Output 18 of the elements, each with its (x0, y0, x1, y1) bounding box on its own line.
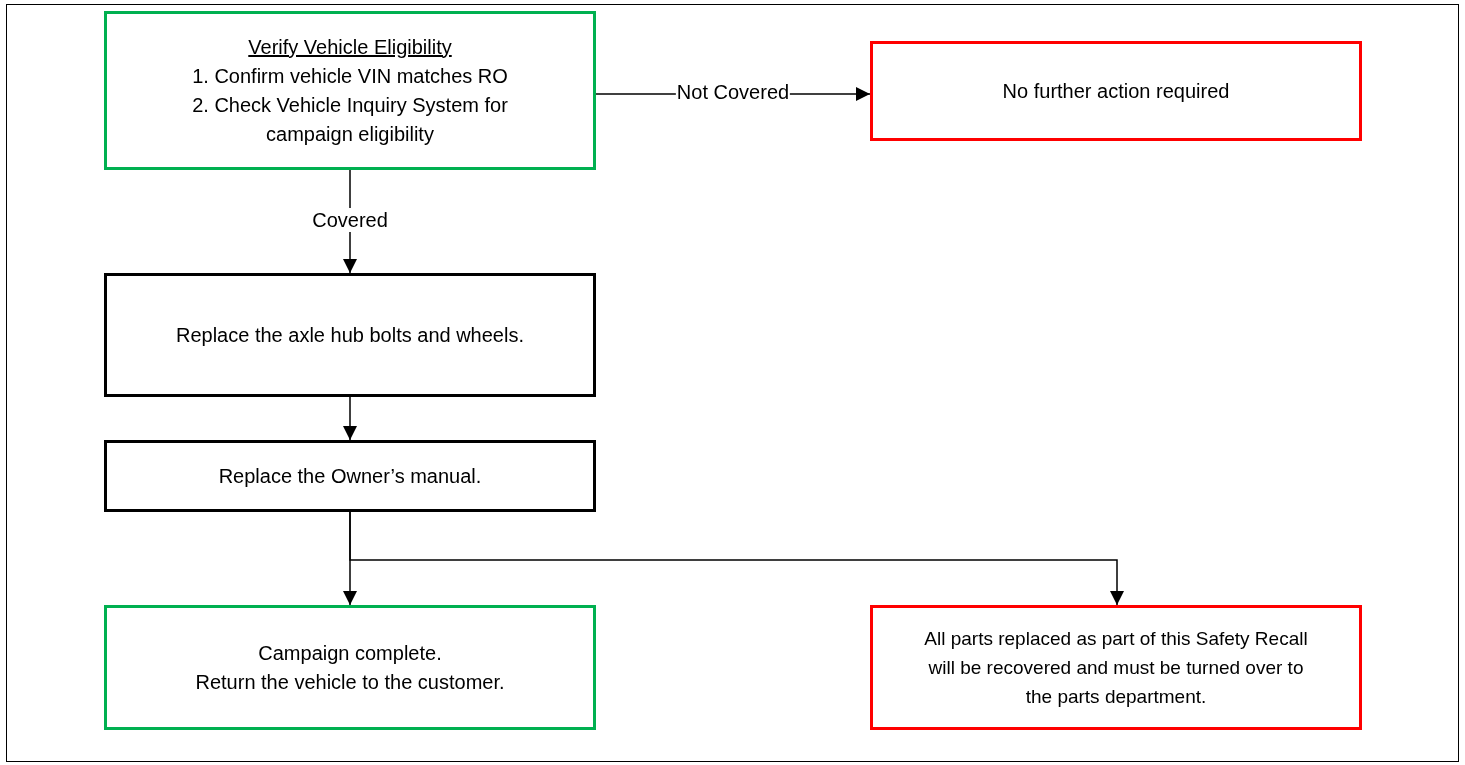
box-text: No further action required (1002, 78, 1230, 104)
box-text: 2. Check Vehicle Inquiry System for campaign eligibility (191, 92, 509, 147)
arrow (343, 396, 357, 441)
terminal-box (104, 605, 596, 730)
box-text: Return the vehicle to the customer. (195, 669, 505, 695)
box-text: Replace the Owner’s manual. (218, 463, 482, 489)
process-box (104, 273, 596, 397)
edge-label: Covered (311, 207, 389, 232)
box-text: 1. Confirm vehicle VIN matches RO (192, 63, 508, 89)
process-box (104, 11, 596, 170)
box-text: All parts replaced as part of this Safety Recall will be recovered and must be turned over to the parts department. (923, 627, 1309, 709)
note-box (870, 605, 1362, 730)
box-heading: Verify Vehicle Eligibility (248, 34, 452, 60)
process-box (104, 440, 596, 512)
arrow (349, 511, 1124, 606)
terminal-box (870, 41, 1362, 141)
box-heading: Campaign complete. (258, 640, 442, 666)
box-text: Replace the axle hub bolts and wheels. (176, 322, 524, 348)
